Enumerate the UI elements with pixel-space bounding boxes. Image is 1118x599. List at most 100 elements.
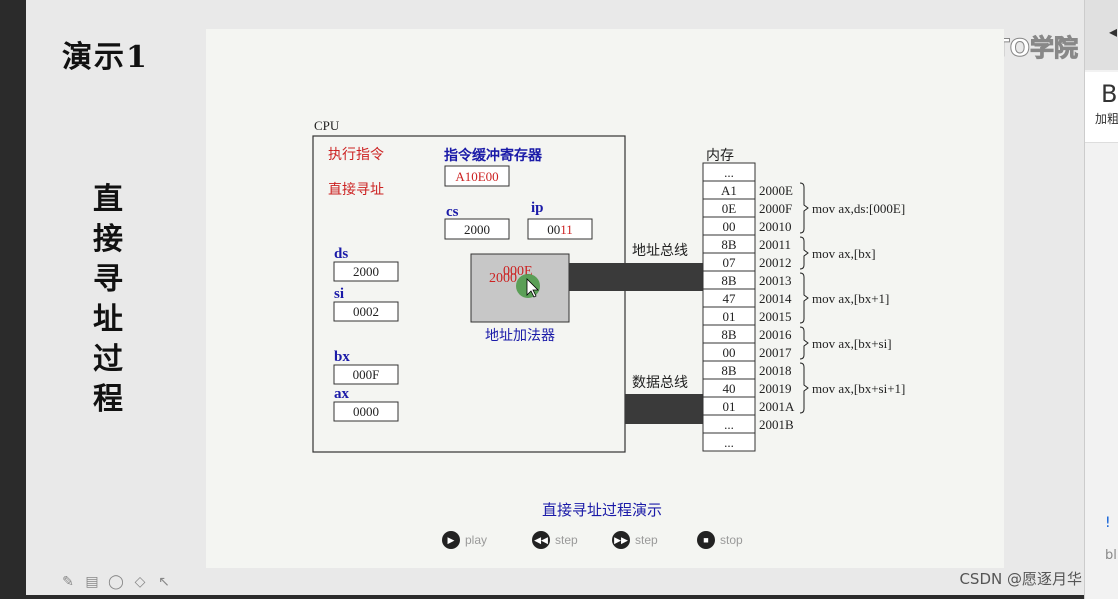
sidebar-header	[1085, 0, 1118, 70]
lasso-icon[interactable]: ◯	[108, 574, 124, 590]
sidebar-card[interactable]	[1085, 72, 1118, 143]
stop-button[interactable]: ■ stop	[697, 531, 743, 549]
memory-address: 20016	[759, 327, 792, 342]
cs-label: cs	[446, 204, 459, 220]
memory-address: 20012	[759, 255, 792, 270]
vertical-title-char: 寻	[93, 262, 123, 297]
rewind-icon: ◀◀	[532, 531, 550, 549]
memory-address: 20011	[759, 237, 791, 252]
instruction-text: mov ax,[bx+1]	[812, 291, 889, 306]
play-icon: ▶	[442, 531, 460, 549]
stop-label: stop	[720, 533, 743, 547]
memory-cell-value: ...	[724, 417, 734, 432]
slide-title: 演示1	[62, 40, 149, 75]
memory-cell-value: ...	[724, 435, 734, 450]
memory-address: 2000E	[759, 183, 793, 198]
memory-label: 内存	[706, 148, 734, 164]
si-label: si	[334, 286, 344, 302]
memory-cell-value: 47	[723, 291, 737, 306]
address-bus	[569, 263, 703, 291]
demo-panel: CPU 执行指令 直接寻址 指令缓冲寄存器 A10E00 cs 2000 ip …	[206, 29, 1004, 568]
ibuf-label: 指令缓冲寄存器	[444, 147, 543, 164]
instruction-text: mov ax,[bx+si+1]	[812, 381, 905, 396]
vertical-title-char: 程	[93, 382, 123, 417]
ibuf-register	[444, 165, 510, 187]
memory-cell-value: 00	[723, 345, 736, 360]
right-sidebar: ◂ B 加粗 ! bl	[1084, 0, 1118, 599]
address-bus-label: 地址总线	[632, 243, 688, 259]
vertical-title: 直 接 寻 址 过 程	[88, 180, 128, 420]
exec-label: 执行指令	[328, 147, 384, 163]
memory-address: 2000F	[759, 201, 792, 216]
vertical-title-char: 接	[93, 222, 123, 257]
instruction-annotations: mov ax,ds:[000E]mov ax,[bx]mov ax,[bx+1]…	[799, 182, 905, 414]
step-forward-button[interactable]: ▶▶ step	[612, 531, 658, 549]
ds-value: 2000	[353, 264, 379, 279]
memory-cell-value: 07	[723, 255, 737, 270]
step-back-button[interactable]: ◀◀ step	[532, 531, 578, 549]
memory-cell-value: 40	[723, 381, 736, 396]
si-value: 0002	[353, 304, 379, 319]
memory-cell-value: 8B	[721, 237, 737, 252]
bx-value: 000F	[353, 367, 380, 382]
play-label: play	[465, 533, 488, 547]
data-bus-label: 数据总线	[632, 375, 688, 391]
adder-text-a: 2000	[489, 271, 517, 286]
memory-cell-value: 00	[723, 219, 736, 234]
si-register	[333, 301, 399, 322]
adder-label: 地址加法器	[485, 328, 555, 344]
collapse-arrow-icon[interactable]: ◂	[1109, 22, 1118, 41]
footer-credit: CSDN @愿逐月华	[959, 570, 1082, 588]
cpu-label: CPU	[314, 118, 340, 133]
memory-cell-value: A1	[721, 183, 737, 198]
bx-register	[333, 364, 399, 385]
sidebar-bottom-text: !	[1105, 515, 1111, 531]
pen-icon[interactable]: ✎	[62, 574, 74, 590]
play-button[interactable]: ▶ play	[442, 531, 487, 549]
memory-cell-value: 8B	[721, 273, 737, 288]
address-column: 2000E2000F200102001120012200132001420015…	[759, 183, 795, 432]
memory-address: 2001B	[759, 417, 794, 432]
instruction-brace	[799, 182, 809, 234]
demo-caption: 直接寻址过程演示	[541, 503, 662, 519]
mode-label: 直接寻址	[328, 181, 384, 198]
memory-cell-value: 8B	[721, 363, 737, 378]
highlighter-icon[interactable]: ▤	[85, 574, 99, 590]
ibuf-value: A10E00	[455, 169, 498, 184]
memory-address: 20019	[759, 381, 792, 396]
memory-cell-value: 01	[723, 399, 736, 414]
cs-register	[444, 218, 510, 240]
memory-cell-value: ...	[724, 165, 734, 180]
eraser-icon[interactable]: ◇	[134, 574, 146, 590]
memory-cell	[702, 432, 756, 452]
memory-address: 20014	[759, 291, 792, 306]
instruction-text: mov ax,[bx+si]	[812, 336, 892, 351]
fast-forward-icon: ▶▶	[612, 531, 630, 549]
instruction-brace	[799, 272, 809, 324]
memory-address: 20018	[759, 363, 792, 378]
slide: 演示1 直 接 寻 址 过 程 51CTO学院 CPU 执行指令 直接寻址 指令…	[26, 0, 1084, 595]
memory-cell-value: 01	[723, 309, 736, 324]
ip-register	[527, 218, 593, 240]
addressing-diagram: CPU 执行指令 直接寻址 指令缓冲寄存器 A10E00 cs 2000 ip …	[312, 118, 905, 453]
sidebar-bottom-text-2: bl	[1105, 548, 1117, 563]
instruction-brace	[799, 326, 809, 360]
ax-value: 0000	[353, 404, 379, 419]
memory-address: 20013	[759, 273, 792, 288]
ax-label: ax	[334, 386, 350, 402]
memory-cell-value: 8B	[721, 327, 737, 342]
sidebar-small-text: 加粗	[1095, 112, 1118, 126]
ip-value: 0011	[547, 222, 573, 237]
pointer-icon[interactable]: ↖	[158, 574, 170, 590]
data-bus	[625, 394, 703, 424]
memory-address: 20017	[759, 345, 792, 360]
annotation-toolbar: ✎ ▤ ◯ ◇ ↖	[52, 570, 200, 594]
memory-address: 20010	[759, 219, 792, 234]
cs-value: 2000	[464, 222, 490, 237]
memory-column: ... A1 0E 00 8B 07 8B 47 01 8B 00 8B 40 01......	[702, 162, 756, 452]
instruction-brace	[799, 362, 809, 414]
vertical-title-char: 址	[93, 302, 123, 337]
mouse-cursor-icon	[526, 278, 539, 298]
memory-cell-value: 0E	[722, 201, 737, 216]
vertical-title-char: 过	[93, 342, 123, 377]
